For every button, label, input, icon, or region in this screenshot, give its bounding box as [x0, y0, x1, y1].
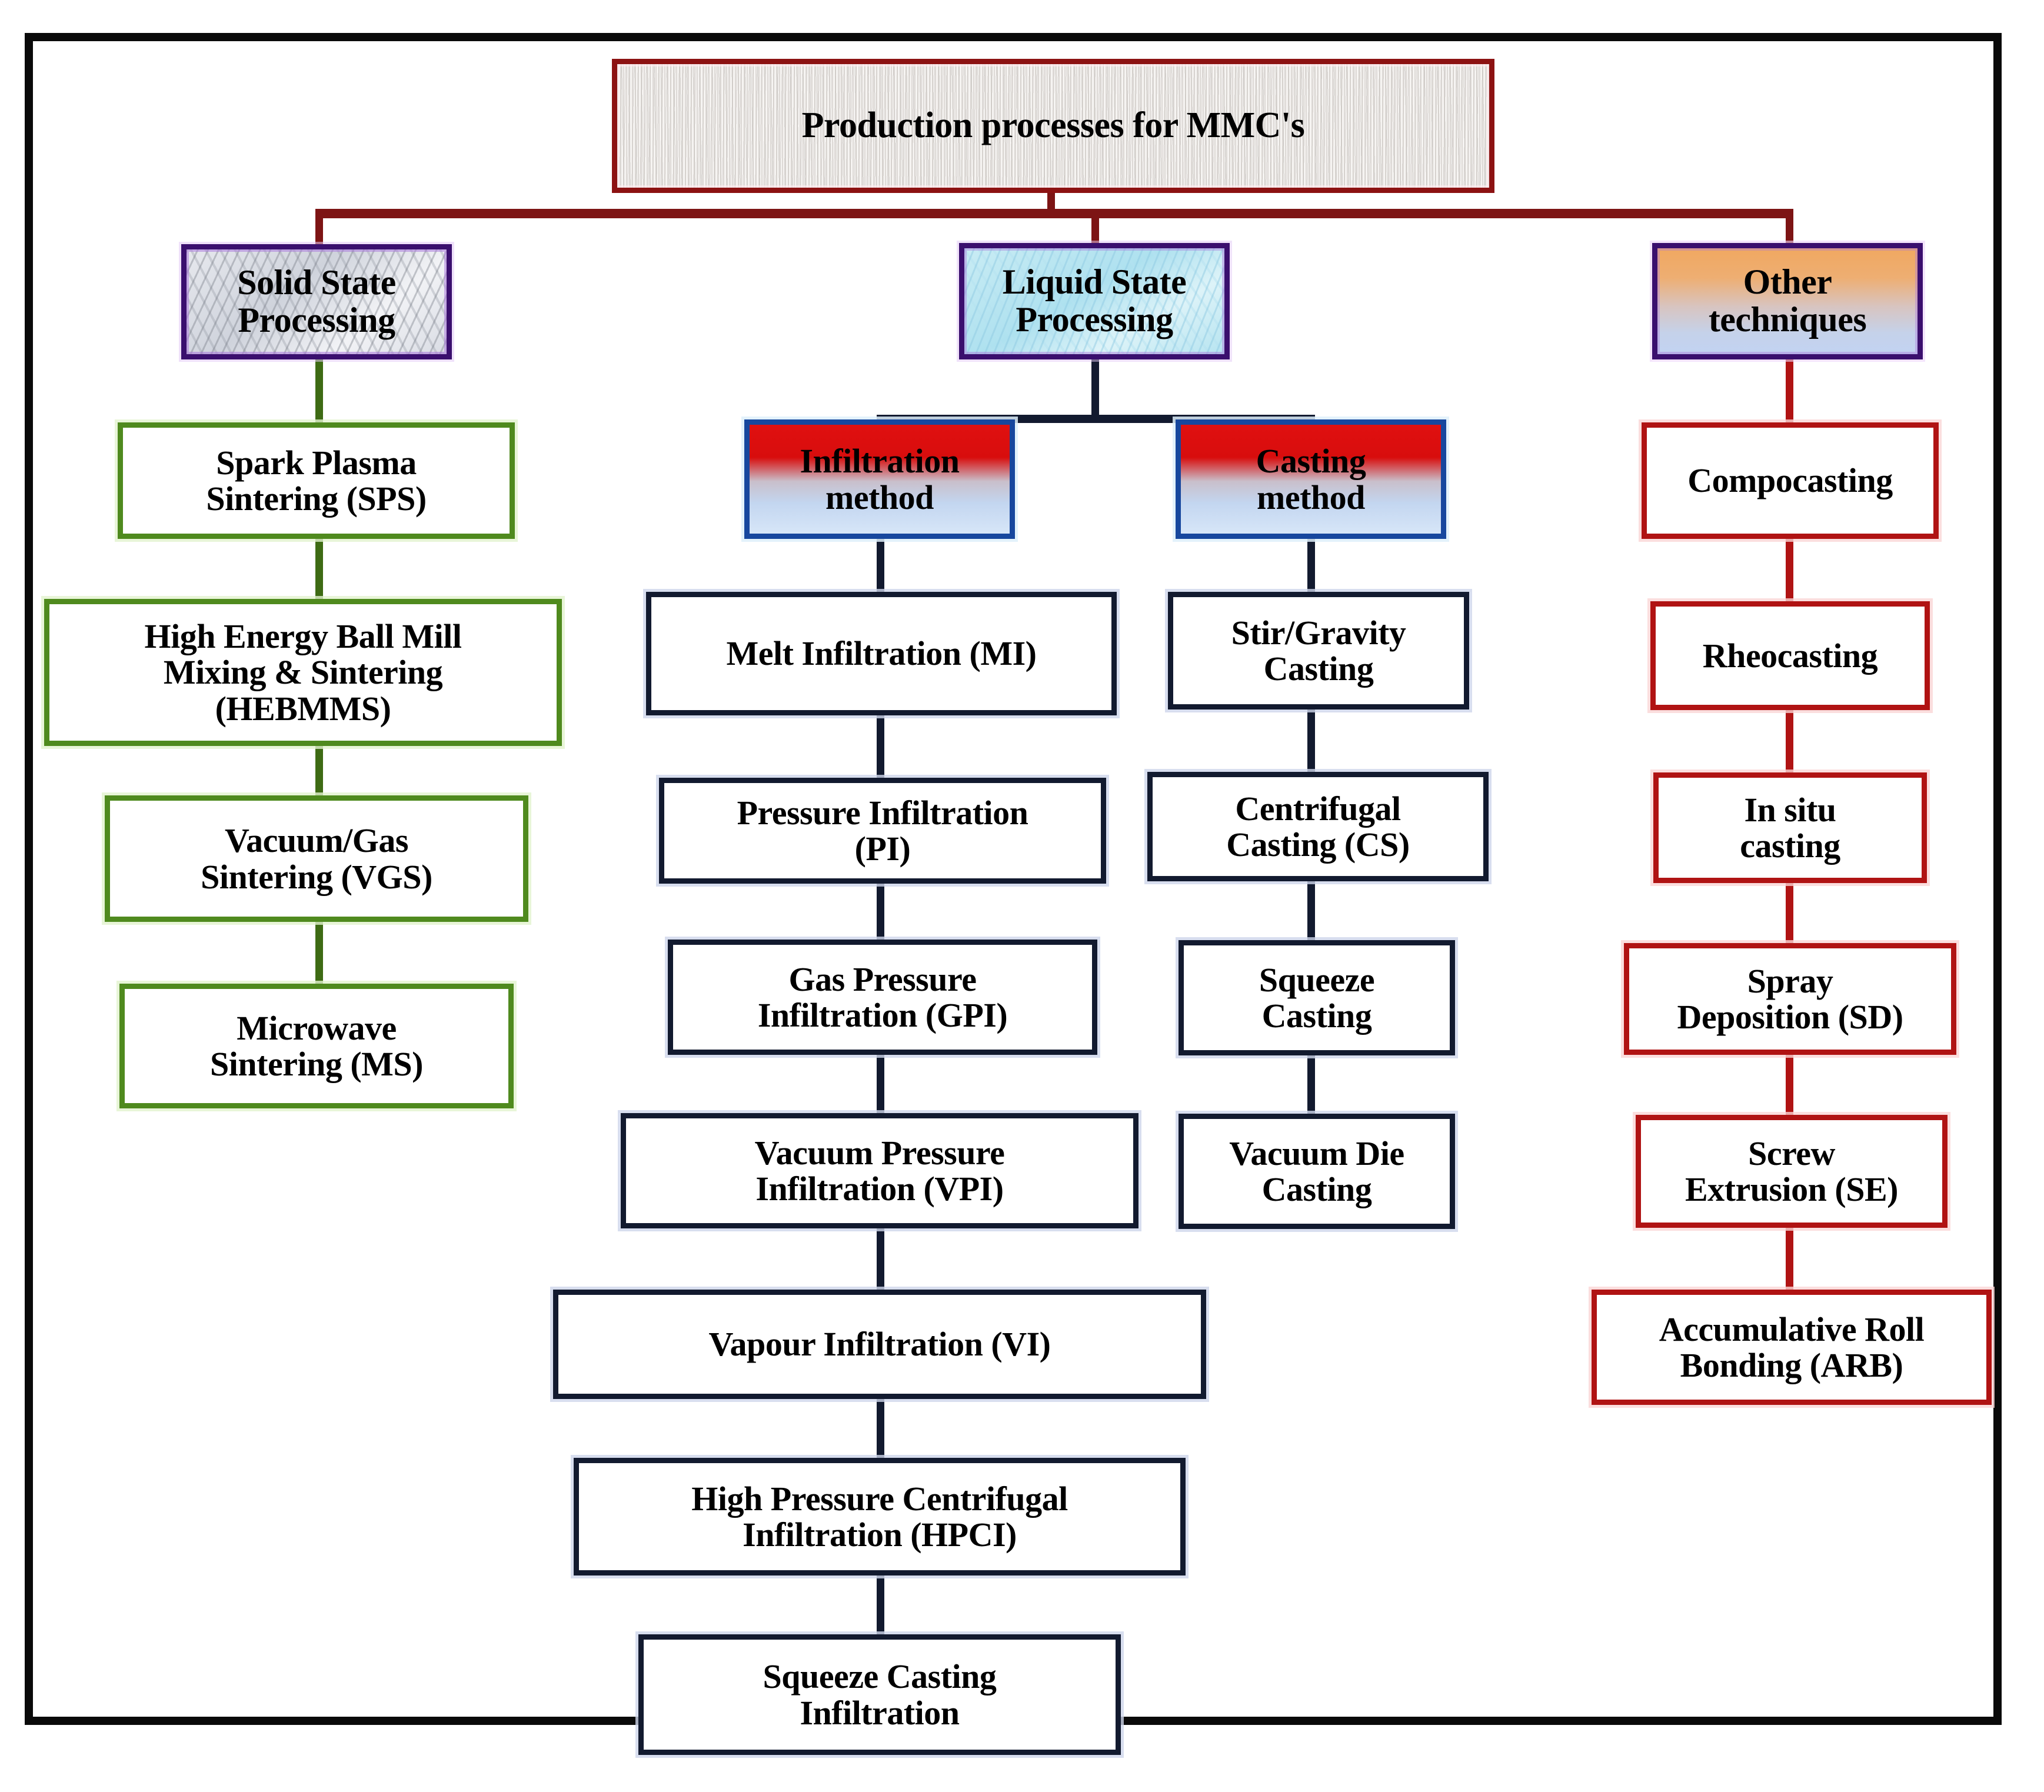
node-centrifugal-casting[interactable]: Centrifugal Casting (CS) [1147, 772, 1489, 881]
node-high-pressure-centrifugal-infiltration[interactable]: High Pressure Centrifugal Infiltration (… [574, 1458, 1186, 1576]
connector-stir-to-cs [1307, 709, 1315, 774]
node-stir-gravity-casting[interactable]: Stir/Gravity Casting [1168, 592, 1469, 710]
node-spray-deposition[interactable]: Spray Deposition (SD) [1624, 943, 1956, 1055]
node-label: Pressure Infiltration (PI) [737, 793, 1028, 868]
connector-hebmms-to-vgs [315, 744, 323, 797]
connector-squeeze-to-vacuumdie [1307, 1053, 1315, 1115]
node-label: Spark Plasma Sintering (SPS) [206, 443, 427, 518]
node-label: Accumulative Roll Bonding (ARB) [1659, 1310, 1925, 1384]
node-gas-pressure-infiltration[interactable]: Gas Pressure Infiltration (GPI) [668, 940, 1097, 1055]
connector-solid-to-sps [315, 359, 323, 424]
connector-se-to-arb [1786, 1227, 1793, 1291]
connector-pi-to-gpi [877, 882, 884, 941]
connector-casting-to-stir [1307, 538, 1315, 594]
node-label: Production processes for MMC's [801, 105, 1305, 146]
node-spark-plasma-sintering[interactable]: Spark Plasma Sintering (SPS) [118, 422, 515, 539]
node-pressure-infiltration[interactable]: Pressure Infiltration (PI) [659, 778, 1106, 884]
node-compocasting[interactable]: Compocasting [1642, 422, 1939, 539]
node-root-production-processes[interactable]: Production processes for MMC's [612, 59, 1494, 193]
node-label: Rheocasting [1702, 636, 1878, 675]
connector-gpi-to-vpi [877, 1053, 884, 1115]
connector-sd-to-se [1786, 1053, 1793, 1115]
node-label: Other techniques [1708, 262, 1867, 339]
node-casting-method[interactable]: Casting method [1176, 419, 1446, 539]
node-rheocasting[interactable]: Rheocasting [1650, 601, 1930, 710]
node-label: Squeeze Casting [1259, 960, 1375, 1035]
node-infiltration-method[interactable]: Infiltration method [744, 419, 1015, 539]
connector-hpci-to-sci [877, 1574, 884, 1636]
node-label: Infiltration method [800, 442, 960, 517]
node-vacuum-gas-sintering[interactable]: Vacuum/Gas Sintering (VGS) [105, 795, 528, 922]
node-hebmms[interactable]: High Energy Ball Mill Mixing & Sintering… [44, 599, 562, 746]
node-other-techniques[interactable]: Other techniques [1652, 243, 1923, 359]
connector-root-to-solid-state [315, 209, 323, 247]
connector-root-to-liquid-state [1091, 209, 1099, 247]
node-label: Spray Deposition (SD) [1677, 961, 1903, 1036]
node-label: Melt Infiltration (MI) [726, 634, 1037, 673]
connector-vpi-to-vi [877, 1227, 884, 1291]
connector-cs-to-squeeze [1307, 880, 1315, 941]
connector-other-to-compocasting [1786, 359, 1793, 424]
node-squeeze-casting-infiltration[interactable]: Squeeze Casting Infiltration [638, 1634, 1121, 1755]
node-liquid-state-processing[interactable]: Liquid State Processing [959, 243, 1230, 359]
node-label: Compocasting [1687, 461, 1893, 500]
node-vacuum-pressure-infiltration[interactable]: Vacuum Pressure Infiltration (VPI) [621, 1113, 1138, 1228]
connector-vi-to-hpci [877, 1397, 884, 1459]
node-label: High Pressure Centrifugal Infiltration (… [691, 1479, 1068, 1554]
node-label: Stir/Gravity Casting [1231, 613, 1406, 688]
node-vacuum-die-casting[interactable]: Vacuum Die Casting [1179, 1114, 1455, 1229]
connector-rheocasting-to-insitu [1786, 709, 1793, 774]
node-screw-extrusion[interactable]: Screw Extrusion (SE) [1636, 1115, 1948, 1228]
node-label: Casting method [1256, 442, 1366, 517]
node-label: Vacuum Pressure Infiltration (VPI) [754, 1133, 1005, 1208]
node-label: Vacuum Die Casting [1229, 1134, 1404, 1208]
connector-liquid-down [1091, 359, 1099, 421]
node-label: Gas Pressure Infiltration (GPI) [757, 960, 1008, 1034]
connector-root-horizontal [315, 209, 1793, 218]
node-label: In situ casting [1740, 790, 1840, 865]
node-microwave-sintering[interactable]: Microwave Sintering (MS) [119, 984, 514, 1108]
connector-insitu-to-sd [1786, 882, 1793, 944]
node-label: High Energy Ball Mill Mixing & Sintering… [144, 617, 462, 728]
node-label: Centrifugal Casting (CS) [1226, 789, 1410, 864]
connector-root-to-other [1786, 209, 1793, 247]
node-accumulative-roll-bonding[interactable]: Accumulative Roll Bonding (ARB) [1592, 1290, 1992, 1405]
node-label: Vapour Infiltration (VI) [708, 1325, 1051, 1364]
node-label: Microwave Sintering (MS) [210, 1008, 423, 1083]
node-label: Vacuum/Gas Sintering (VGS) [201, 821, 432, 896]
node-label: Squeeze Casting Infiltration [763, 1657, 997, 1732]
node-vapour-infiltration[interactable]: Vapour Infiltration (VI) [553, 1290, 1206, 1399]
node-solid-state-processing[interactable]: Solid State Processing [181, 244, 452, 359]
node-label: Solid State Processing [237, 263, 396, 339]
node-label: Screw Extrusion (SE) [1685, 1134, 1899, 1208]
connector-infiltration-to-mi [877, 538, 884, 594]
node-squeeze-casting[interactable]: Squeeze Casting [1179, 940, 1455, 1055]
connector-mi-to-pi [877, 715, 884, 780]
connector-sps-to-hebmms [315, 538, 323, 600]
connector-vgs-to-ms [315, 921, 323, 985]
node-label: Liquid State Processing [1002, 262, 1187, 339]
connector-compocasting-to-rheocasting [1786, 538, 1793, 603]
node-in-situ-casting[interactable]: In situ casting [1653, 772, 1927, 883]
node-melt-infiltration[interactable]: Melt Infiltration (MI) [646, 592, 1117, 715]
